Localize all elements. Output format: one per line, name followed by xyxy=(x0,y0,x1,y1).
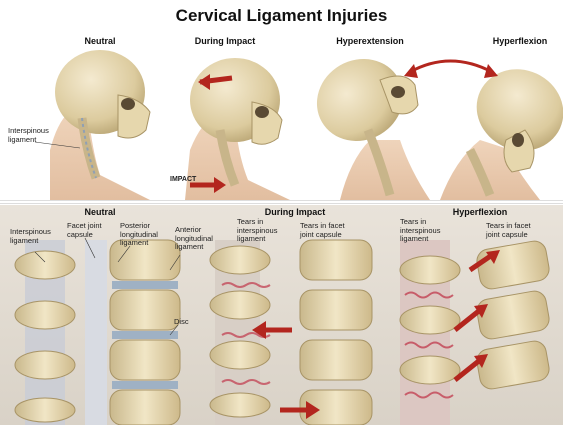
label-tears-interspinous-impact: Tears in interspinous ligament xyxy=(237,218,277,244)
label-facet-capsule: Facet joint capsule xyxy=(67,222,102,239)
flex-arrow xyxy=(410,61,492,72)
label-tears-interspinous-flex: Tears in interspinous ligament xyxy=(400,218,440,244)
panel-label-hyperflexion-bottom: Hyperflexion xyxy=(440,207,520,217)
row-divider xyxy=(0,201,563,203)
neutral-head-figure xyxy=(50,50,150,200)
hyperextension-figure xyxy=(302,43,430,200)
impact-head-figure xyxy=(185,58,290,200)
label-posterior-longitudinal: Posterior longitudinal ligament xyxy=(120,222,158,248)
label-tears-facet-impact: Tears in facet joint capsule xyxy=(300,222,345,239)
neutral-spine xyxy=(15,240,180,425)
hyperflexion-figure xyxy=(440,55,563,200)
panel-label-impact-bottom: During Impact xyxy=(250,207,340,217)
label-tears-facet-flex: Tears in facet joint capsule xyxy=(486,222,531,239)
panel-label-neutral-bottom: Neutral xyxy=(60,207,140,217)
label-anterior-longitudinal: Anterior longitudinal ligament xyxy=(175,226,213,252)
label-impact: IMPACT xyxy=(170,176,196,185)
label-interspinous-top: Interspinous ligament xyxy=(8,127,49,144)
label-interspinous-bottom: Interspinous ligament xyxy=(10,228,51,245)
label-disc: Disc xyxy=(174,318,189,327)
